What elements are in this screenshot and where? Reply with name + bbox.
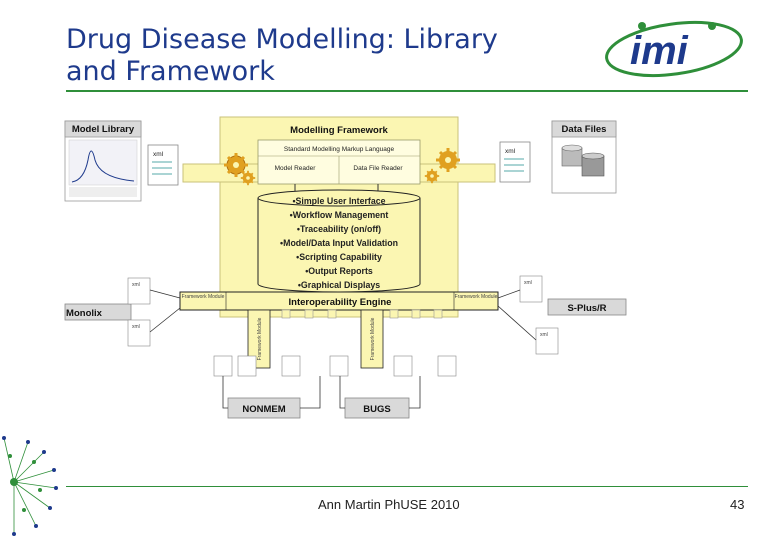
feature-item: •Traceability (on/off)	[297, 224, 381, 234]
slide-title: Drug Disease Modelling: Library and Fram…	[66, 24, 586, 88]
imi-logo: imi	[605, 20, 743, 78]
feature-item: •Output Reports	[305, 266, 373, 276]
splus-r-label: S-Plus/R	[567, 303, 606, 314]
gear-icon	[240, 170, 256, 186]
bugs-label: BUGS	[363, 404, 390, 415]
feature-item: •Model/Data Input Validation	[280, 238, 398, 248]
xml-label: xml	[132, 324, 140, 330]
nonmem-label: NONMEM	[242, 404, 285, 415]
footer-divider	[66, 486, 748, 487]
xml-label: xml	[505, 148, 516, 155]
xml-document-icon: xml	[499, 141, 531, 183]
model-library-label: Model Library	[72, 124, 135, 135]
page-number: 43	[730, 497, 745, 512]
xml-label: xml	[524, 280, 532, 286]
feature-item: •Scripting Capability	[296, 252, 382, 262]
framework-module-label: Framework Module	[370, 317, 376, 360]
xml-label: xml	[132, 282, 140, 288]
gear-icon	[224, 153, 248, 177]
title-line-2: and Framework	[66, 56, 275, 87]
monolix-label: Monolix	[66, 308, 103, 319]
data-files-label: Data Files	[562, 124, 607, 135]
framework-module-label: Framework Module	[182, 294, 225, 300]
feature-item: •Workflow Management	[290, 210, 389, 220]
title-line-1: Drug Disease Modelling: Library	[66, 24, 498, 55]
feature-item: •Graphical Displays	[298, 280, 380, 290]
xml-document-icon: xml xml	[127, 277, 151, 347]
features-cylinder	[257, 189, 421, 293]
framework-module-label: Framework Module	[455, 294, 498, 300]
interoperability-engine-label: Interoperability Engine	[289, 297, 392, 308]
logo-text: imi	[630, 29, 689, 73]
database-icon	[561, 144, 605, 177]
xml-document-icon: xml	[147, 144, 179, 186]
xml-label: xml	[540, 332, 548, 338]
xml-label: xml	[153, 151, 164, 158]
network-decoration	[2, 436, 58, 536]
title-divider	[66, 90, 748, 92]
modelling-framework-label: Modelling Framework	[290, 125, 388, 136]
framework-module-label: Framework Module	[257, 317, 263, 360]
feature-item: •Simple User Interface	[292, 196, 385, 206]
data-file-reader-label: Data File Reader	[353, 165, 403, 172]
markup-language-label: Standard Modelling Markup Language	[284, 146, 395, 153]
xml-document-icon: xml xml	[519, 275, 559, 355]
model-reader-label: Model Reader	[275, 165, 317, 172]
gear-icon	[436, 148, 460, 172]
gear-icon	[424, 168, 440, 184]
xml-document-icon	[213, 355, 457, 377]
footer-author: Ann Martin PhUSE 2010	[318, 497, 460, 512]
